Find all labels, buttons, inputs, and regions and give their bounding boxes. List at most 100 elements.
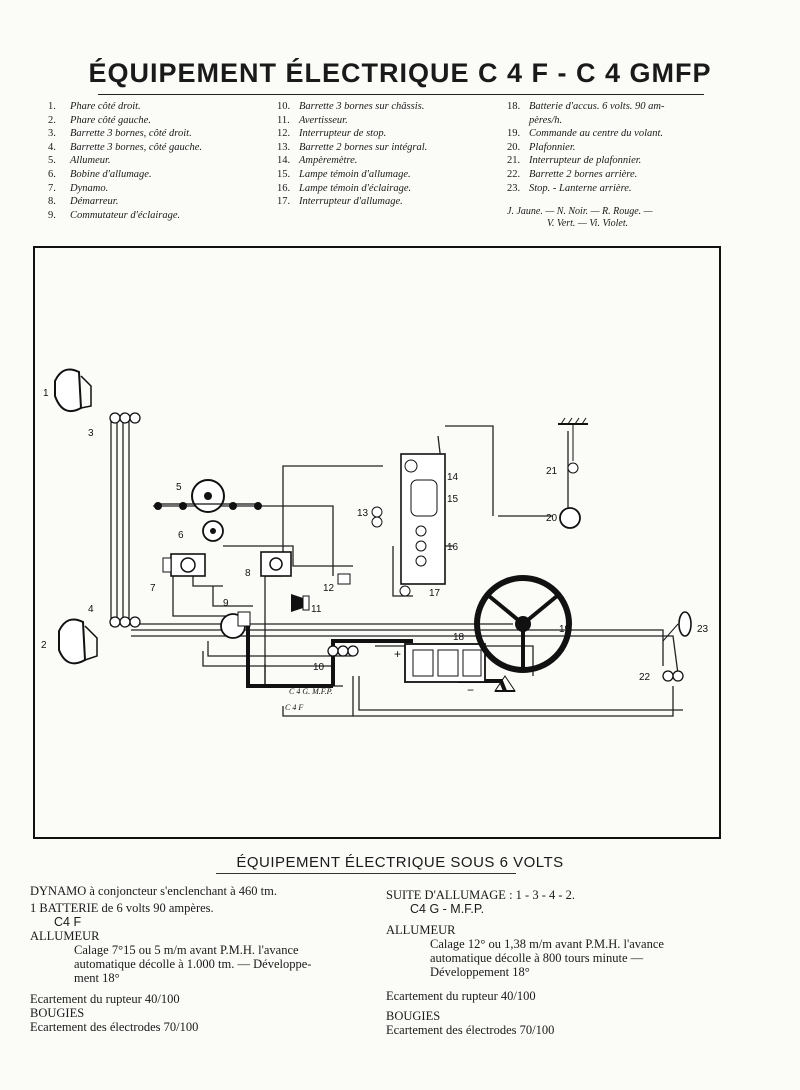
legend-column-3: 18. Batterie d'accus. 6 volts. 90 am-père… — [507, 100, 665, 195]
legend-item-text: Interrupteur de stop. — [299, 128, 387, 140]
legend-item-text: Barrette 3 bornes, côté droit. — [70, 128, 192, 140]
legend-item-number: 17. — [277, 196, 291, 208]
legend-item: 22. Barrette 2 bornes arrière. — [507, 168, 665, 182]
stop-tail-lamp — [662, 611, 692, 642]
spec-right-line: Développement 18° — [430, 965, 530, 979]
legend-item-text: Bobine d'allumage. — [70, 168, 152, 180]
legend-item-text: Barrette 3 bornes sur châssis. — [299, 101, 425, 112]
color-key-line-1: J. Jaune. — N. Noir. — R. Rouge. — — [507, 206, 653, 217]
legend-item: 2.Phare côté gauche. — [48, 114, 202, 128]
spec-left-line: DYNAMO à conjoncteur s'enclenchant à 460… — [30, 884, 277, 898]
headlamp-right — [54, 368, 92, 412]
label-14: 14 — [447, 472, 459, 483]
legend-item-text: Batterie d'accus. 6 volts. 90 am- — [529, 101, 665, 112]
spec-right-line: Calage 12° ou 1,38 m/m avant P.M.H. l'av… — [430, 937, 664, 951]
legend-item: 9.Commutateur d'éclairage. — [48, 209, 202, 223]
starter-cable — [246, 616, 413, 688]
legend-item: 1. Phare côté droit. — [48, 100, 202, 114]
legend-item-text: Avertisseur. — [299, 114, 348, 126]
spec-left-line: Calage 7°15 ou 5 m/m avant P.M.H. l'avan… — [74, 943, 299, 957]
label-23: 23 — [697, 624, 709, 635]
battery-plus-label: + — [394, 647, 401, 661]
spec-right-heading: BOUGIES — [386, 1009, 441, 1023]
spec-right-line: Ecartement du rupteur 40/100 — [386, 989, 536, 1003]
spec-right-variant: C4 G - M.F.P. — [410, 902, 485, 916]
label-20: 20 — [546, 513, 558, 524]
legend-item-number: 11. — [277, 114, 290, 126]
legend-item-number: 3. — [48, 128, 56, 140]
legend-item-text: Allumeur. — [70, 155, 111, 167]
page-title: ÉQUIPEMENT ÉLECTRIQUE C 4 F - C 4 GMFP — [88, 58, 712, 88]
label-11: 11 — [311, 604, 322, 615]
label-17: 17 — [429, 588, 441, 599]
legend-item: 13.Barrette 2 bornes sur intégral. — [277, 141, 427, 155]
legend-item: 21.Interrupteur de plafonnier. — [507, 154, 665, 168]
legend-column-1: 1. Phare côté droit. 2.Phare côté gauche.3… — [48, 100, 202, 222]
label-22: 22 — [639, 672, 651, 683]
label-1: 1 — [43, 388, 49, 399]
legend-item: 23.Stop. - Lanterne arrière. — [507, 182, 665, 196]
spec-right-line: automatique décolle à 800 tours minute — — [430, 951, 644, 965]
legend-item-text: Barrette 2 bornes arrière. — [529, 168, 638, 180]
legend-item-number: 21. — [507, 155, 521, 167]
spec-left-line: Ecartement du rupteur 40/100 — [30, 992, 180, 1006]
legend-item: 10.Barrette 3 bornes sur châssis. — [277, 100, 427, 114]
legend-item-number: 6. — [48, 168, 56, 180]
legend-item: 3. Barrette 3 bornes, côté droit. — [48, 127, 202, 141]
legend-item-number: 7. — [48, 182, 56, 194]
legend-item-number: 1. — [48, 101, 56, 112]
horn — [291, 594, 310, 612]
color-key: J. Jaune. — N. Noir. — R. Rouge. — V. Ve… — [507, 206, 707, 230]
label-10: 10 — [313, 662, 325, 673]
terminal-block-right — [109, 412, 141, 424]
terminal-block-left — [109, 616, 141, 628]
legend-item: 8.Démarreur. — [48, 195, 202, 209]
spec-left-line: ment 18° — [74, 971, 120, 985]
legend-item-number: 19. — [507, 128, 521, 140]
legend-item-text: Barrette 3 bornes, côté gauche. — [70, 141, 202, 153]
legend-item-number: 8. — [48, 196, 56, 208]
label-18: 18 — [453, 632, 465, 643]
legend-item-number: 12. — [277, 128, 291, 140]
dome-light — [559, 507, 581, 529]
spec-left-line: automatique décolle à 1.000 tm. — Dévelo… — [74, 957, 312, 971]
legend-item-number: 22. — [507, 168, 521, 180]
legend-item-number: 9. — [48, 209, 56, 221]
spec-right-line: SUITE D'ALLUMAGE : 1 - 3 - 4 - 2. — [386, 888, 576, 902]
label-12: 12 — [323, 583, 335, 594]
instrument-panel — [371, 453, 446, 597]
legend-item-text: Plafonnier. — [529, 141, 576, 153]
spec-left-heading: BOUGIES — [30, 1006, 85, 1020]
label-9: 9 — [223, 598, 229, 609]
spec-left-heading: ALLUMEUR — [30, 929, 100, 943]
spec-left-variant: C4 F — [54, 915, 82, 929]
label-4: 4 — [88, 604, 94, 615]
legend-item-text: Commande au centre du volant. — [529, 128, 664, 140]
variant-label-c4g: C 4 G. M.F.P. — [289, 687, 333, 696]
legend-item: 17.Interrupteur d'allumage. — [277, 195, 427, 209]
legend-item-text: Lampe témoin d'éclairage. — [299, 182, 412, 194]
legend-item-text: Ampèremètre. — [299, 155, 358, 167]
legend-item-number: 14. — [277, 155, 291, 167]
spec-left-line: Ecartement des électrodes 70/100 — [30, 1020, 199, 1034]
spec-right-heading: ALLUMEUR — [386, 923, 456, 937]
variant-label-c4f: C 4 F — [285, 703, 303, 712]
terminal-block-rear — [662, 670, 684, 682]
legend-item-text: pères/h. — [529, 114, 563, 126]
legend-item: 18. Batterie d'accus. 6 volts. 90 am- — [507, 100, 665, 114]
legend-item: 11. Avertisseur. — [277, 114, 427, 128]
legend-item-number: 16. — [277, 182, 291, 194]
legend-item-number: 5. — [48, 155, 56, 167]
title-rule — [98, 94, 704, 95]
legend-item-number: 2. — [48, 114, 56, 126]
spec-rule — [216, 873, 516, 874]
legend-item-number: 20. — [507, 141, 521, 153]
battery — [404, 643, 516, 692]
label-3: 3 — [88, 428, 94, 439]
legend-item-text: Phare côté droit. — [70, 101, 141, 112]
spec-right: SUITE D'ALLUMAGE : 1 - 3 - 4 - 2. C4 G -… — [386, 888, 664, 1037]
label-13: 13 — [357, 508, 369, 519]
label-7: 7 — [150, 583, 156, 594]
legend-item-number: 18. — [507, 101, 521, 112]
legend-item-number: 23. — [507, 182, 521, 194]
